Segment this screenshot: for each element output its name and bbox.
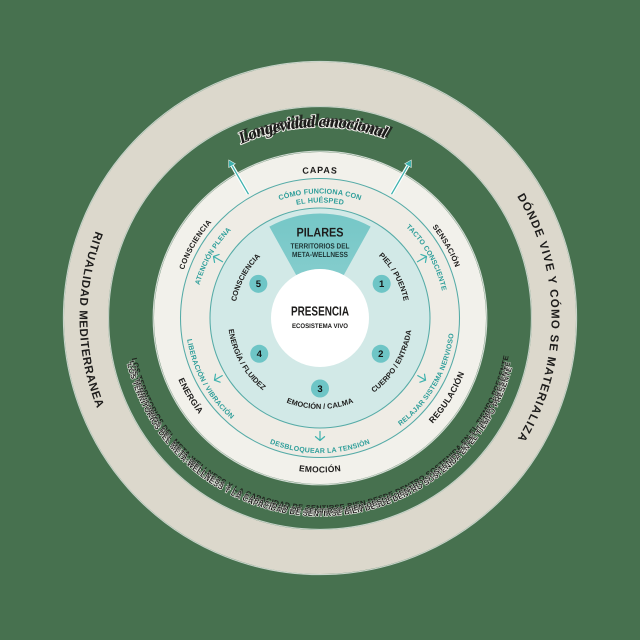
svg-text:CAPAS: CAPAS — [302, 165, 338, 176]
svg-text:PILARES: PILARES — [297, 226, 344, 240]
svg-text:META-WELLNESS: META-WELLNESS — [292, 250, 348, 259]
svg-text:TERRITORIOS DEL: TERRITORIOS DEL — [291, 242, 350, 251]
svg-text:4: 4 — [257, 349, 263, 360]
svg-text:2: 2 — [378, 349, 383, 360]
svg-text:EL HUÉSPED: EL HUÉSPED — [295, 195, 345, 206]
svg-text:ECOSISTEMA VIVO: ECOSISTEMA VIVO — [292, 323, 348, 330]
svg-text:1: 1 — [379, 279, 385, 290]
svg-text:EMOCIÓN: EMOCIÓN — [298, 463, 341, 474]
svg-text:3: 3 — [317, 384, 322, 395]
svg-text:5: 5 — [256, 279, 262, 290]
svg-text:PRESENCIA: PRESENCIA — [291, 304, 349, 319]
